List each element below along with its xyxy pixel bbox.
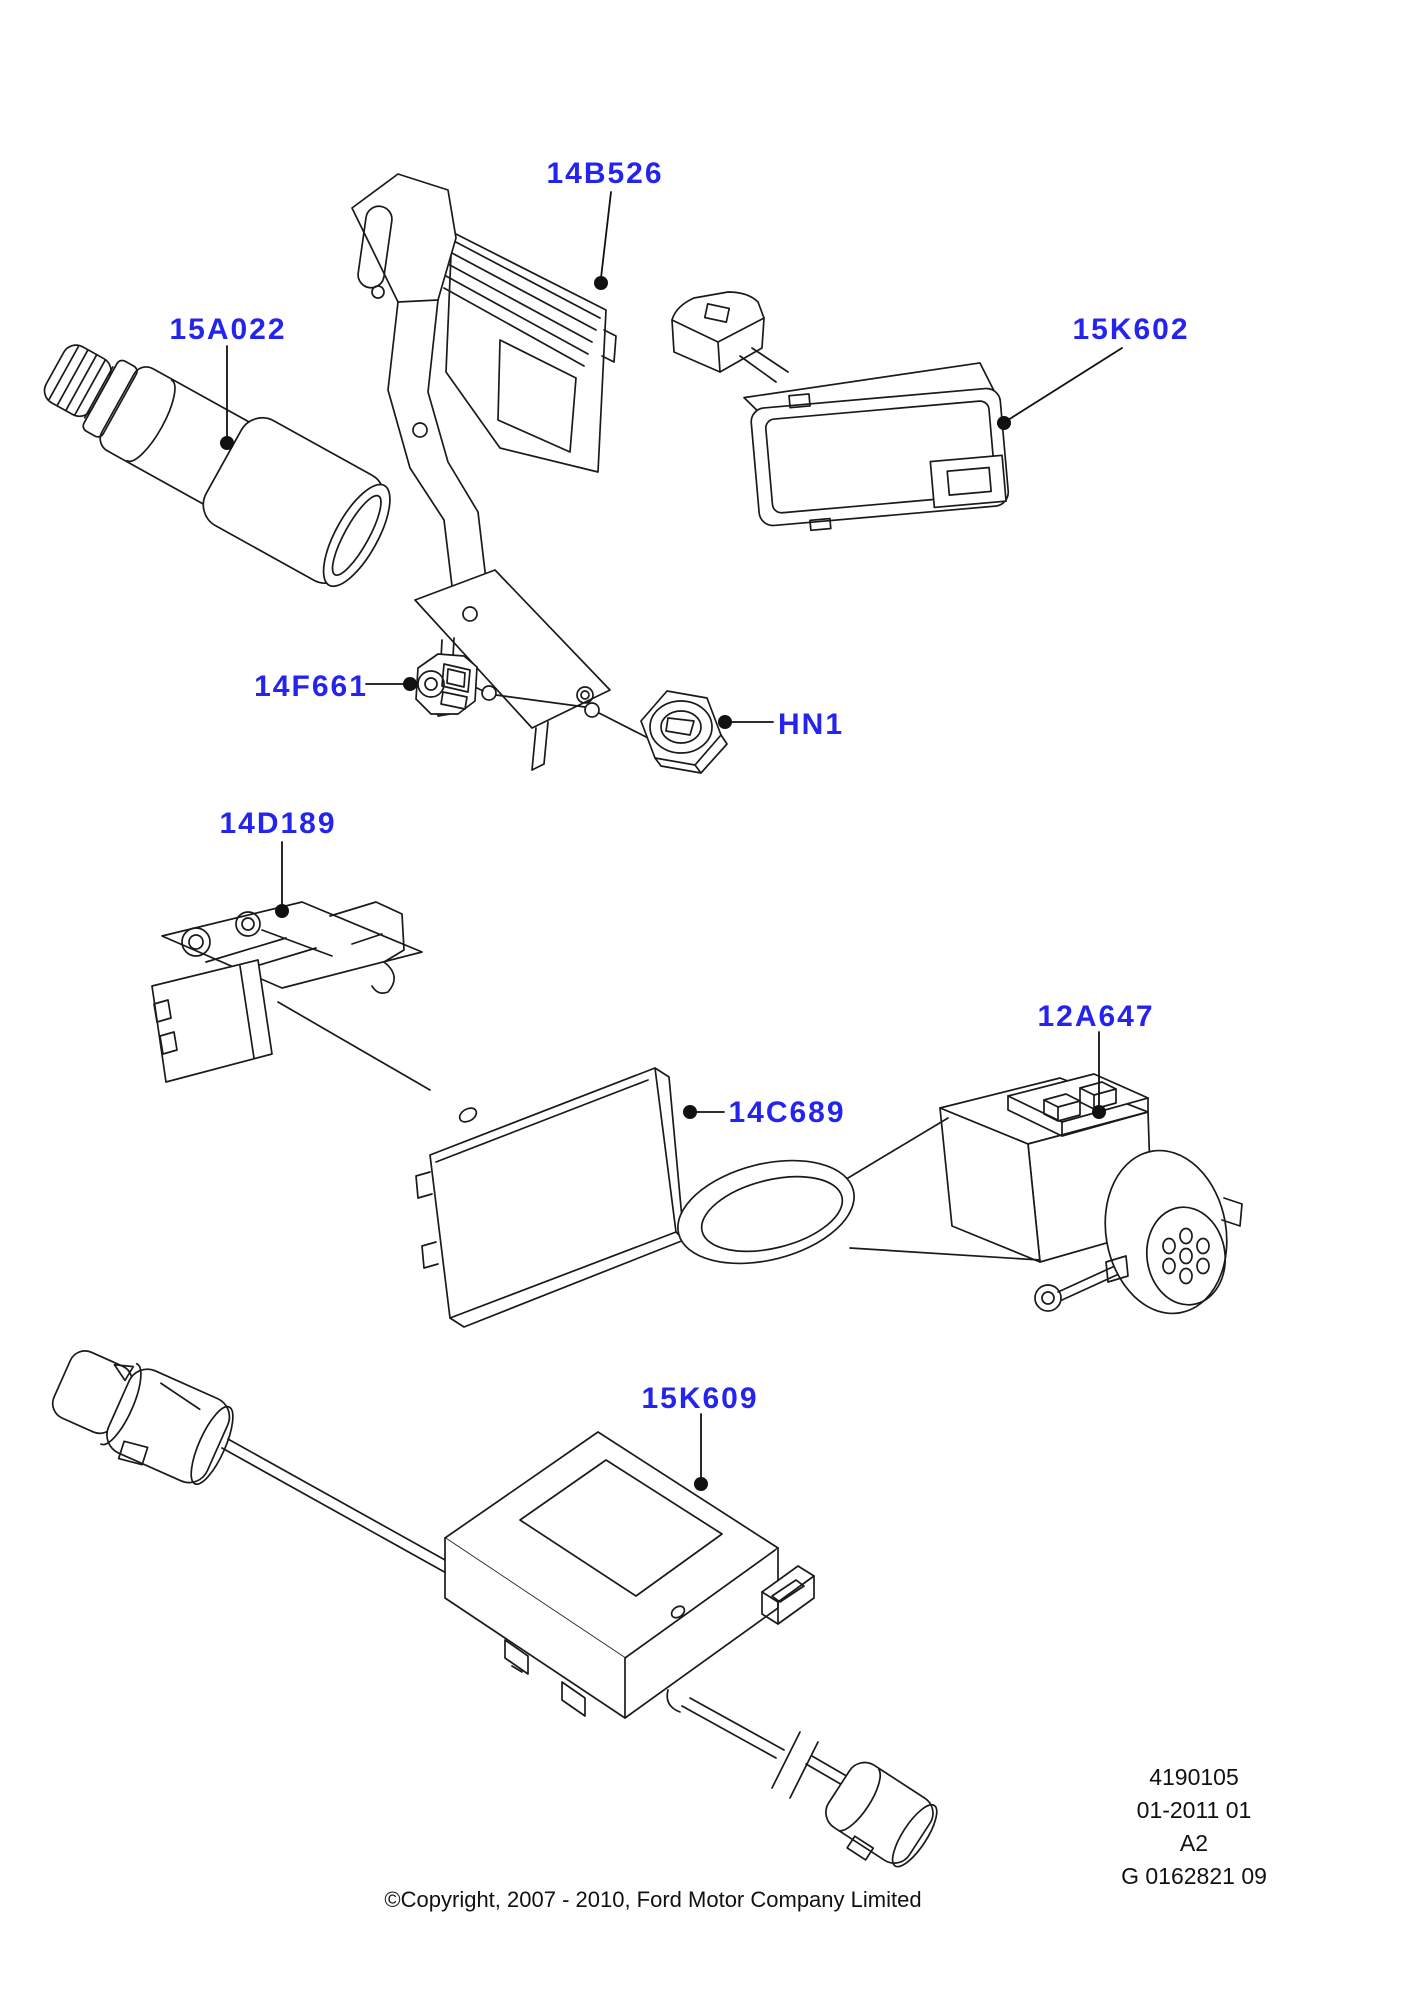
drawing-doc-number: 4190105 <box>1149 1764 1239 1790</box>
part-label-14d189[interactable]: 14D189 <box>219 807 337 840</box>
part-drawing-14f661 <box>415 653 651 740</box>
part-label-15k609[interactable]: 15K609 <box>641 1382 759 1415</box>
part-drawing-hn1 <box>640 690 728 774</box>
part-drawing-15k609 <box>51 1350 938 1868</box>
part-drawing-12a647 <box>677 1073 1243 1315</box>
part-drawing-14d189 <box>151 901 431 1091</box>
drawing-number: G 0162821 09 <box>1121 1863 1267 1889</box>
leader-lines <box>220 191 1123 1491</box>
drawing-info-block: 4190105 01-2011 01 A2 G 0162821 09 <box>1121 1761 1267 1893</box>
part-label-hn1[interactable]: HN1 <box>777 708 845 741</box>
part-label-12a647[interactable]: 12A647 <box>1037 1000 1155 1033</box>
part-drawing-15k602 <box>671 291 1010 532</box>
part-label-14c689[interactable]: 14C689 <box>728 1096 846 1129</box>
part-drawing-15a022 <box>43 344 391 588</box>
part-label-15a022[interactable]: 15A022 <box>169 313 287 346</box>
part-drawing-14c689 <box>415 1067 685 1328</box>
drawing-date-code: 01-2011 01 <box>1136 1797 1252 1823</box>
part-label-15k602[interactable]: 15K602 <box>1072 313 1190 346</box>
part-label-14b526[interactable]: 14B526 <box>546 157 664 190</box>
part-drawing-14b526 <box>351 173 617 771</box>
drawing-sheet-code: A2 <box>1179 1830 1209 1856</box>
copyright-notice: ©Copyright, 2007 - 2010, Ford Motor Comp… <box>384 1887 922 1912</box>
part-label-14f661[interactable]: 14F661 <box>254 670 368 703</box>
